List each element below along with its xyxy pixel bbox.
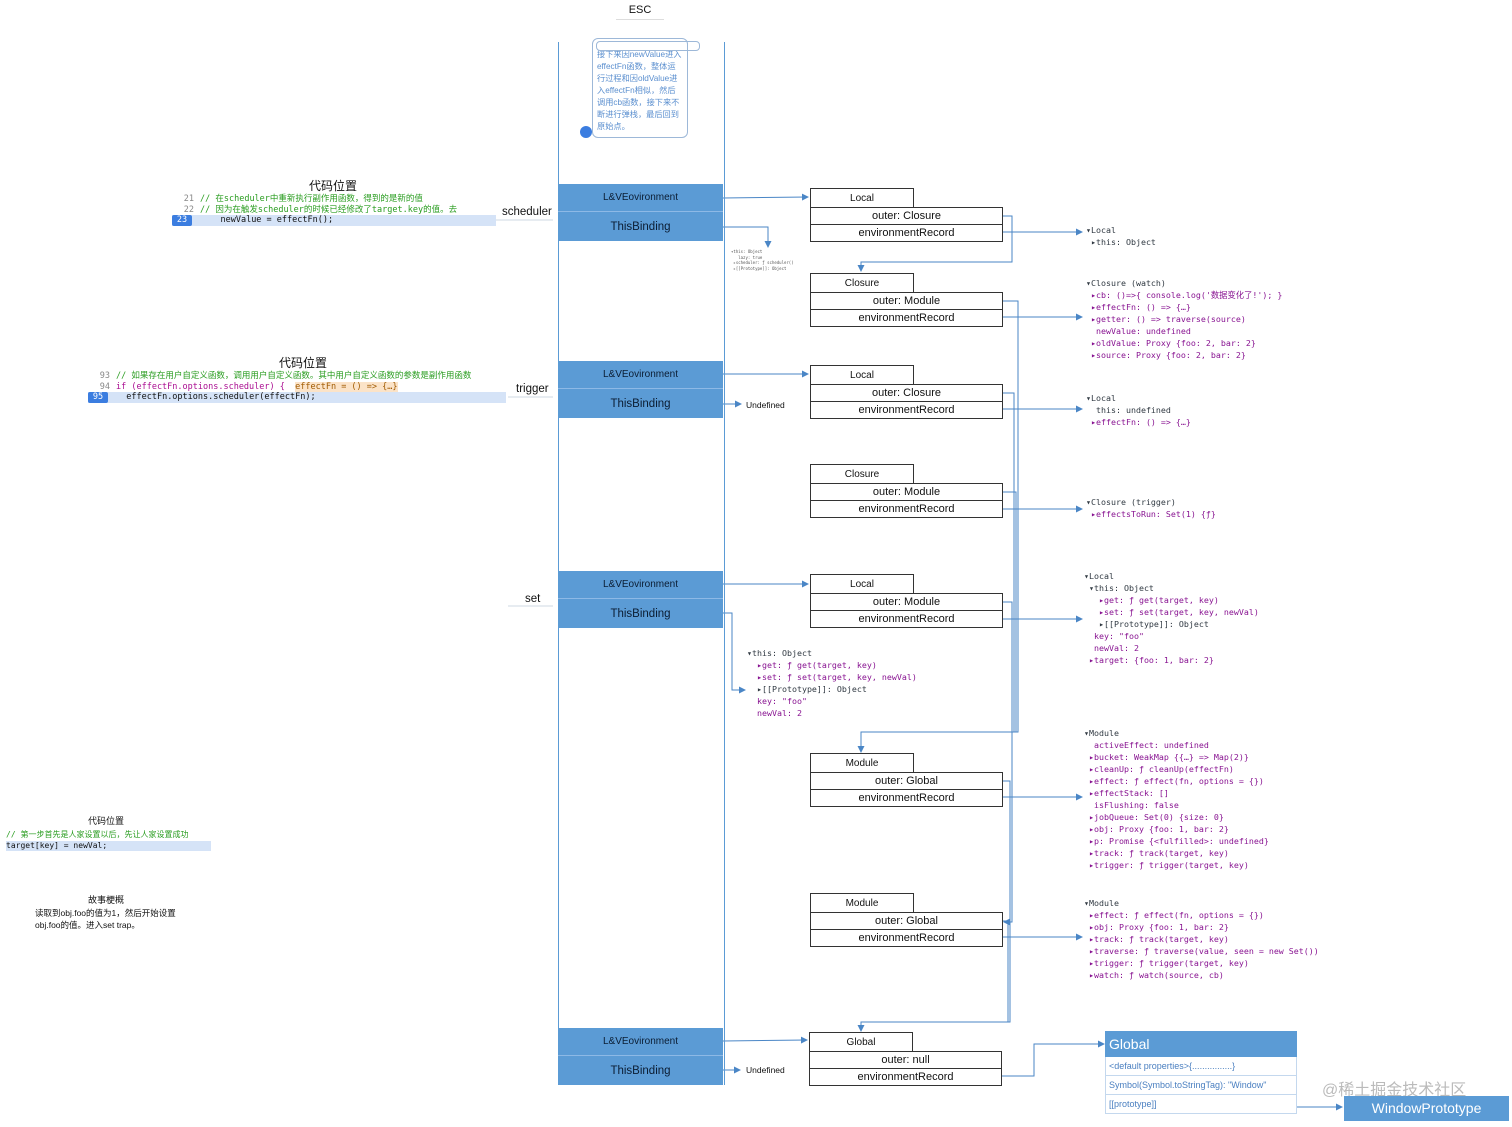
- env-record: environmentRecord: [810, 309, 1003, 327]
- lv-environment: L&VEovironment: [558, 1028, 723, 1056]
- env-title: Closure: [810, 464, 914, 484]
- context-scheduler[interactable]: L&VEovironment ThisBinding: [558, 184, 723, 241]
- env-record: environmentRecord: [810, 610, 1003, 628]
- note-box: 接下来因newValue进入effectFn函数，整体运行过程和因oldValu…: [592, 38, 688, 138]
- wire-env4-outer: [1002, 491, 1017, 732]
- global-object-row: <default properties>{................}: [1105, 1057, 1297, 1076]
- scope-panel-closure-trigger: ▾Closure (trigger) ▸effectsToRun: Set(1)…: [1086, 497, 1216, 519]
- code-title: 代码位置: [309, 179, 358, 193]
- wire-ctx3-this: [723, 612, 746, 694]
- env-record: environmentRecord: [810, 401, 1003, 419]
- undefined-label: Undefined: [746, 1065, 785, 1075]
- global-object[interactable]: Global <default properties>{............…: [1105, 1031, 1297, 1114]
- env-outer: outer: Global: [810, 912, 1003, 930]
- env-record: environmentRecord: [810, 789, 1003, 807]
- env-outer: outer: Module: [810, 593, 1003, 611]
- scope-panel-module-1: ▾Module activeEffect: undefined ▸bucket:…: [1084, 728, 1269, 870]
- wire-ctx1-this: [723, 226, 772, 248]
- window-prototype[interactable]: WindowPrototype: [1344, 1096, 1509, 1121]
- scope-panel-closure-watch: ▾Closure (watch) ▸cb: ()=>{ console.log(…: [1086, 278, 1283, 360]
- env-title: Local: [810, 574, 914, 594]
- lv-environment: L&VEovironment: [558, 184, 723, 212]
- scope-panel-local-1: ▾Local ▸this: Object: [1086, 225, 1156, 247]
- context-global[interactable]: L&VEovironment ThisBinding: [558, 1028, 723, 1085]
- watermark: @稀土掘金技术社区: [1322, 1082, 1467, 1099]
- wire-ctx4-env: [722, 1036, 808, 1044]
- wire-env6-outer: [857, 780, 1011, 1032]
- execution-context-stack: [558, 42, 725, 1085]
- call-label-scheduler: scheduler: [502, 206, 552, 218]
- wire-ctx1-env: [722, 193, 809, 201]
- lv-environment: L&VEovironment: [558, 361, 723, 389]
- lv-environment: L&VEovironment: [558, 571, 723, 599]
- global-object-row: [[prototype]]: [1105, 1095, 1297, 1114]
- code-block-trigger: 93// 如果存在用户自定义函数，调用用户自定义函数。其中用户自定义函数的参数是…: [88, 371, 506, 403]
- scope-panel-local-2: ▾Local this: undefined ▸effectFn: () => …: [1086, 393, 1191, 427]
- env-record: environmentRecord: [810, 929, 1003, 947]
- context-trigger[interactable]: L&VEovironment ThisBinding: [558, 361, 723, 418]
- scope-panel-module-2: ▾Module ▸effect: ƒ effect(fn, options = …: [1084, 898, 1319, 980]
- note-dot-icon: [580, 126, 592, 138]
- code-title: 代码位置: [88, 816, 125, 826]
- story-text: 读取到obj.foo的值为1，然后开始设置 obj.foo的值。进入set tr…: [35, 908, 176, 930]
- wire-env8-record: [1002, 1040, 1105, 1077]
- context-set[interactable]: L&VEovironment ThisBinding: [558, 571, 723, 628]
- note-tab: [596, 41, 700, 51]
- note-text: 接下来因newValue进入effectFn函数，整体运行过程和因oldValu…: [597, 50, 682, 131]
- scope-panel-local-3: ▾Local ▾this: Object ▸get: ƒ get(target,…: [1084, 571, 1259, 665]
- call-label-trigger: trigger: [516, 383, 549, 395]
- undefined-label: Undefined: [746, 400, 785, 410]
- this-binding: ThisBinding: [610, 608, 671, 620]
- env-title: Module: [810, 893, 914, 913]
- env-title: Closure: [810, 273, 914, 293]
- this-binding: ThisBinding: [610, 398, 671, 410]
- env-outer: outer: Global: [810, 772, 1003, 790]
- wire-env7-outer: [1002, 920, 1009, 1022]
- esc-label: ESC: [616, 4, 664, 20]
- env-outer: outer: Module: [810, 483, 1003, 501]
- env-title: Global: [809, 1032, 913, 1052]
- env-record: environmentRecord: [810, 224, 1003, 242]
- call-label-set: set: [525, 593, 541, 605]
- this-binding: ThisBinding: [610, 221, 671, 233]
- wire-env1-outer: [857, 215, 1013, 272]
- story-title: 故事梗概: [88, 895, 125, 905]
- global-object-row: Symbol(Symbol.toStringTag): "Window": [1105, 1076, 1297, 1095]
- global-object-title: Global: [1105, 1031, 1297, 1057]
- wire-env2-outer: [857, 300, 1019, 753]
- env-title: Local: [810, 188, 914, 208]
- env-outer: outer: Closure: [810, 207, 1003, 225]
- env-title: Local: [810, 365, 914, 385]
- tiny-this-object: ▾this: Object lazy: true ▸scheduler: ƒ s…: [731, 249, 794, 271]
- this-binding: ThisBinding: [610, 1065, 671, 1077]
- env-record: environmentRecord: [809, 1068, 1002, 1086]
- env-outer: outer: Closure: [810, 384, 1003, 402]
- env-title: Module: [810, 753, 914, 773]
- env-record: environmentRecord: [810, 500, 1003, 518]
- code-title: 代码位置: [279, 356, 328, 370]
- env-outer: outer: null: [809, 1051, 1002, 1069]
- env-outer: outer: Module: [810, 292, 1003, 310]
- this-object-panel: ▾this: Object ▸get: ƒ get(target, key) ▸…: [747, 648, 917, 718]
